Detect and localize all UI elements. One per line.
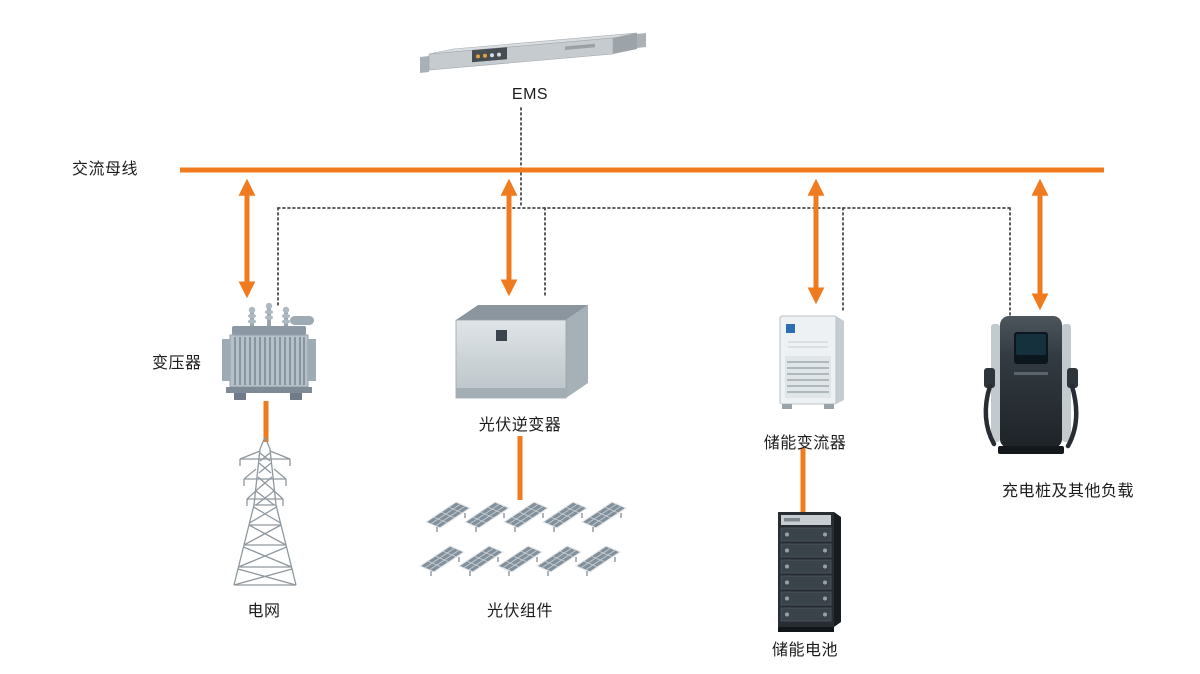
grid-label: 电网	[247, 603, 281, 620]
tier-links	[263, 401, 806, 512]
pv-modules-device	[418, 500, 630, 600]
charging-pile-device	[978, 310, 1084, 460]
charging-load-label: 充电桩及其他负载	[1001, 483, 1134, 500]
power-flow-arrows	[238, 178, 1049, 311]
ems-label: EMS	[511, 86, 549, 103]
transformer-label: 变压器	[152, 355, 202, 372]
transformer-device	[220, 302, 320, 405]
storage-battery-device	[768, 506, 848, 636]
battery-cabinet-icon	[778, 512, 841, 632]
pv-inverter-device	[448, 296, 598, 406]
ems-device	[415, 28, 650, 90]
grid-tower-device	[220, 433, 310, 591]
solar-array-icon	[419, 501, 627, 577]
storage-converter-device	[766, 308, 858, 414]
ev-charger-icon	[983, 316, 1079, 454]
pv-inverter-label: 光伏逆变器	[478, 417, 562, 434]
pcs-icon	[779, 315, 844, 409]
comm-lines	[277, 107, 1011, 317]
pv-modules-label: 光伏组件	[486, 603, 553, 620]
transmission-tower-icon	[233, 436, 297, 586]
rack-server-icon	[420, 32, 646, 73]
pv-inverter-icon	[455, 305, 588, 399]
storage-battery-label: 储能电池	[771, 642, 838, 659]
storage-converter-label: 储能变流器	[763, 435, 847, 452]
ac-bus-label: 交流母线	[72, 161, 139, 178]
transformer-icon	[222, 302, 316, 400]
